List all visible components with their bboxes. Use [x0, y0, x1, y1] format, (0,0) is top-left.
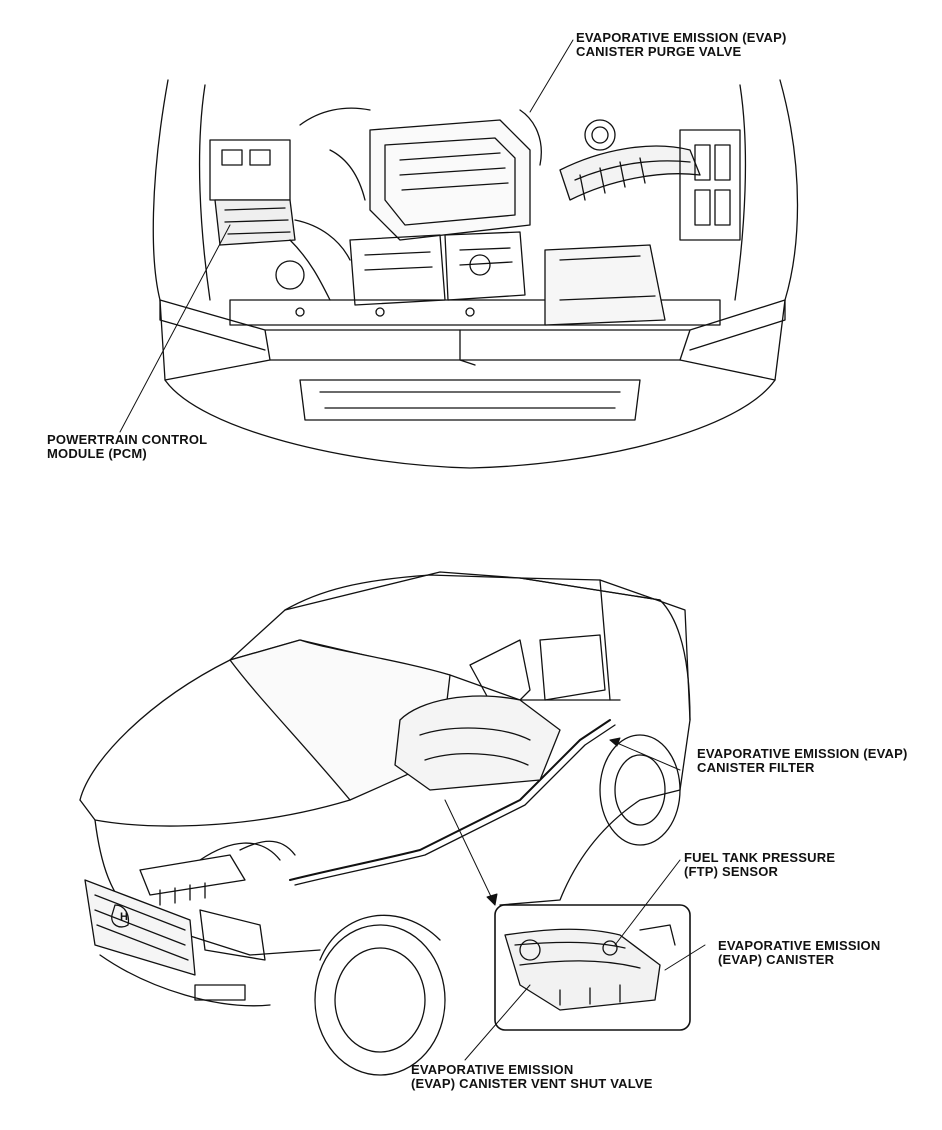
label-line: EVAPORATIVE EMISSION (EVAP) — [576, 30, 787, 45]
svg-text:H: H — [120, 911, 128, 923]
label-line: EVAPORATIVE EMISSION — [411, 1062, 574, 1077]
label-ftp-sensor: FUEL TANK PRESSURE (FTP) SENSOR — [684, 851, 835, 879]
label-evap-purge-valve: EVAPORATIVE EMISSION (EVAP) CANISTER PUR… — [576, 31, 787, 59]
leader-lines-bottom — [444, 737, 706, 1061]
inset-detail-box — [494, 904, 691, 1031]
label-line: POWERTRAIN CONTROL — [47, 432, 208, 447]
label-line: (FTP) SENSOR — [684, 864, 779, 879]
label-line: MODULE (PCM) — [47, 446, 147, 461]
leader-lines-top — [119, 39, 574, 433]
label-line: (EVAP) CANISTER VENT SHUT VALVE — [411, 1076, 653, 1091]
label-line: CANISTER PURGE VALVE — [576, 44, 742, 59]
label-line: EVAPORATIVE EMISSION (EVAP) — [697, 746, 908, 761]
label-line: EVAPORATIVE EMISSION — [718, 938, 881, 953]
label-evap-vent-shut-valve: EVAPORATIVE EMISSION (EVAP) CANISTER VEN… — [411, 1063, 653, 1091]
label-line: CANISTER FILTER — [697, 760, 815, 775]
label-evap-canister: EVAPORATIVE EMISSION (EVAP) CANISTER — [718, 939, 880, 967]
label-line: FUEL TANK PRESSURE — [684, 850, 836, 865]
label-evap-canister-filter: EVAPORATIVE EMISSION (EVAP) CANISTER FIL… — [697, 747, 908, 775]
engine-bay-illustration — [152, 79, 799, 469]
label-pcm: POWERTRAIN CONTROL MODULE (PCM) — [47, 433, 207, 461]
vehicle-cutaway-illustration: H — [79, 571, 691, 1076]
label-line: (EVAP) CANISTER — [718, 952, 835, 967]
